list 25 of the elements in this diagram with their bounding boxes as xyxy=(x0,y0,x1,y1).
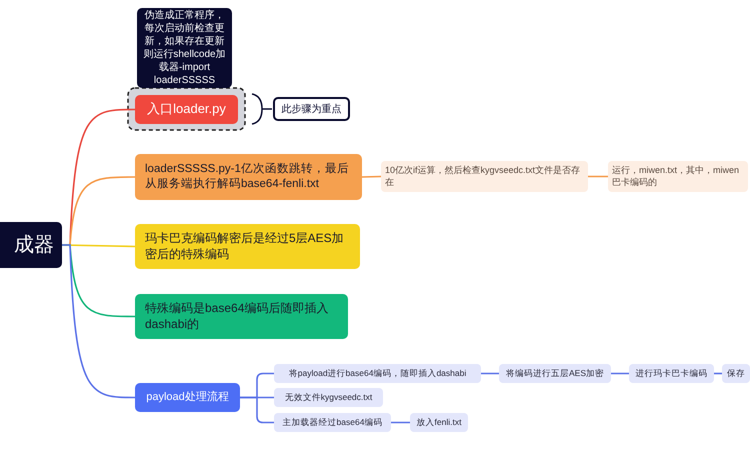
subtopic-box: 无效文件kygvseedc.txt xyxy=(274,388,383,407)
subtopic-box: 进行玛卡巴卡编码 xyxy=(629,364,714,383)
topic-box: payload处理流程 xyxy=(135,383,240,412)
subtopic-box: 将payload进行base64编码，随即插入dashabi xyxy=(274,364,481,383)
topic-box: 入口loader.py xyxy=(135,95,238,124)
root-node: 成器 xyxy=(0,222,62,268)
connector xyxy=(611,372,629,374)
topic-box: loaderSSSSS.py-1亿次函数跳转，最后从服务端执行解码base64-fenli.txt xyxy=(135,154,362,200)
connector xyxy=(391,422,410,424)
subtopic-box: 运行，miwen.txt，其中，miwen 巴卡编码的 xyxy=(608,161,748,192)
subtopic-box: 放入fenli.txt xyxy=(410,413,468,432)
connector xyxy=(714,372,722,374)
subtopic-box: 主加载器经过base64编码 xyxy=(274,413,391,432)
connector xyxy=(362,176,382,178)
connector xyxy=(588,176,608,178)
subtopic-box: 10亿次if运算，然后检查kygvseedc.txt文件是否存在 xyxy=(381,161,588,192)
connector xyxy=(62,244,135,398)
subtopic-box: 将编码进行五层AES加密 xyxy=(499,364,611,383)
topic-box: 玛卡巴克编码解密后是经过5层AES加密后的特殊编码 xyxy=(135,224,360,269)
note-box: 伪造成正常程序，每次启动前检查更新，如果存在更新则运行shellcode加载器-import loaderSSSSS xyxy=(137,8,232,88)
summary-box: 此步骤为重点 xyxy=(273,97,350,121)
connector xyxy=(481,372,499,374)
subtopic-box: 保存 xyxy=(722,364,750,383)
topic-box: 特殊编码是base64编码后随即插入dashabi的 xyxy=(135,294,348,339)
connector xyxy=(240,396,274,424)
